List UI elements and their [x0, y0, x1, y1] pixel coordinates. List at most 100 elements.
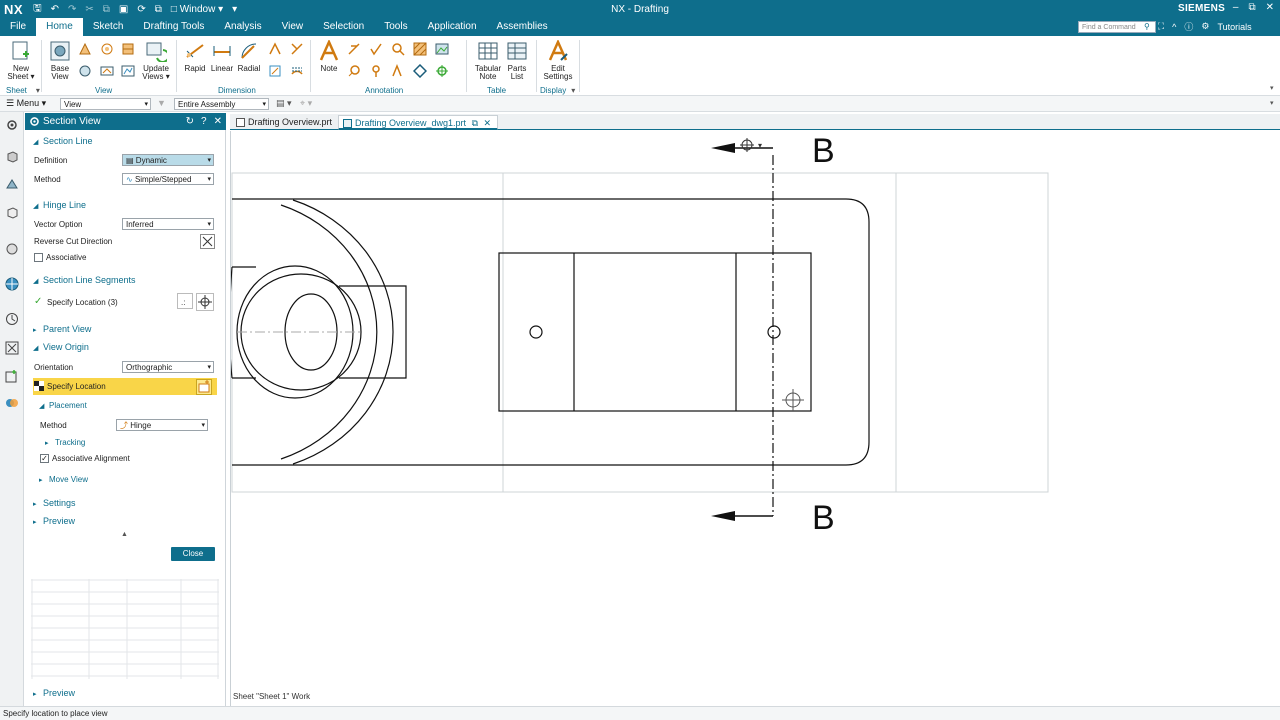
- settings-icon[interactable]: ⚙: [1201, 21, 1210, 31]
- tabular-note-button[interactable]: Tabular Note: [472, 40, 504, 81]
- parent-view-group[interactable]: ▸Parent View: [33, 324, 92, 334]
- surface-finish-icon[interactable]: [369, 42, 383, 56]
- copy-icon[interactable]: ⧉: [102, 3, 110, 15]
- inferred-point-icon[interactable]: [196, 293, 214, 311]
- tab-home[interactable]: Home: [36, 18, 83, 36]
- group-display-label[interactable]: Display▾: [540, 86, 576, 95]
- associative-checkbox[interactable]: [34, 253, 43, 262]
- tab-application[interactable]: Application: [427, 21, 477, 32]
- tab-tools[interactable]: Tools: [384, 21, 408, 32]
- doc-tab-drafting-overview-dwg1[interactable]: Drafting Overview_dwg1.prt ⧉ ✕: [338, 115, 499, 130]
- reset-icon[interactable]: ↻: [185, 116, 195, 127]
- specify-location-segments[interactable]: Specify Location (3): [47, 298, 118, 307]
- drawing-view-icon[interactable]: [100, 64, 114, 78]
- navigator-settings-icon[interactable]: [5, 118, 19, 132]
- section-view-icon[interactable]: [121, 42, 135, 56]
- detach-tab-icon[interactable]: ⧉: [471, 118, 478, 128]
- customize-qa-icon[interactable]: ▾: [232, 3, 238, 15]
- reverse-direction-icon[interactable]: [200, 234, 215, 249]
- drawing-canvas[interactable]: ▾ B B: [228, 131, 1280, 706]
- view-origin-group[interactable]: ◢View Origin: [33, 342, 89, 352]
- close-icon[interactable]: ✕: [213, 116, 222, 127]
- history-icon[interactable]: [5, 312, 19, 326]
- place-view-icon[interactable]: [196, 379, 212, 395]
- switch-window-icon[interactable]: ⧉: [154, 3, 162, 15]
- move-view-group[interactable]: ▸Move View: [39, 475, 88, 484]
- break-out-section-icon[interactable]: [121, 64, 135, 78]
- note-button[interactable]: Note: [316, 40, 342, 73]
- thickness-dimension-icon[interactable]: [268, 64, 282, 78]
- tab-file[interactable]: File: [10, 21, 27, 32]
- ribbon-options-icon[interactable]: ▾: [1270, 85, 1274, 92]
- doc-tab-drafting-overview[interactable]: Drafting Overview.prt: [232, 115, 338, 130]
- menu-button[interactable]: ☰ Menu ▾: [6, 98, 47, 108]
- close-tab-icon[interactable]: ✕: [483, 118, 492, 128]
- view-creation-wizard-icon[interactable]: [78, 64, 92, 78]
- save-icon[interactable]: 🖫: [33, 2, 42, 14]
- preview-bottom-group[interactable]: ▸Preview: [33, 688, 76, 698]
- drawing-sheet[interactable]: ▾ B B: [228, 131, 1280, 706]
- collapse-dialog-icon[interactable]: ▲: [121, 531, 128, 538]
- search-icon[interactable]: ⚲: [1144, 22, 1150, 31]
- tab-assemblies[interactable]: Assemblies: [496, 21, 548, 32]
- command-finder-input[interactable]: Find a Command: [1078, 21, 1156, 33]
- base-view-button[interactable]: Base View: [46, 40, 74, 81]
- section-line-group[interactable]: ◢Section Line: [33, 136, 93, 146]
- projected-view-icon[interactable]: [78, 42, 92, 56]
- tab-selection[interactable]: Selection: [323, 21, 365, 32]
- close-button[interactable]: Close: [171, 547, 215, 561]
- feature-control-frame-icon[interactable]: [347, 42, 361, 56]
- weld-symbol-icon[interactable]: [369, 64, 383, 78]
- hatch-icon[interactable]: [413, 42, 427, 56]
- repeat-command-icon[interactable]: ⟳: [137, 3, 146, 15]
- hinge-line-group[interactable]: ◢Hinge Line: [33, 200, 87, 210]
- placement-method-select[interactable]: ⤴ Hinge▾: [116, 419, 208, 431]
- parts-list-button[interactable]: Parts List: [504, 40, 530, 81]
- constraint-navigator-icon[interactable]: [5, 206, 19, 220]
- close-window-icon[interactable]: ✕: [1265, 2, 1274, 13]
- toolbar-options-icon[interactable]: ▾: [1270, 100, 1274, 107]
- arc-length-dimension-icon[interactable]: [290, 64, 304, 78]
- general-selection-icon[interactable]: ▤ ▾: [276, 98, 292, 108]
- settings-group[interactable]: ▸Settings: [33, 498, 76, 508]
- paste-icon[interactable]: ▣: [118, 3, 129, 15]
- minimize-icon[interactable]: –: [1232, 2, 1239, 13]
- web-browser-icon[interactable]: [5, 277, 19, 291]
- tab-analysis[interactable]: Analysis: [224, 21, 262, 32]
- roles-icon[interactable]: [5, 396, 19, 410]
- method-select[interactable]: ∿ Simple/Stepped▾: [122, 173, 214, 185]
- edit-settings-button[interactable]: Edit Settings: [541, 40, 575, 81]
- tracking-group[interactable]: ▸Tracking: [45, 438, 86, 447]
- help-icon[interactable]: ⓘ: [1184, 22, 1194, 32]
- detail-view-icon[interactable]: [100, 42, 114, 56]
- image-icon[interactable]: [435, 42, 449, 56]
- update-views-button[interactable]: Update Views ▾: [140, 40, 172, 81]
- cut-icon[interactable]: ✂: [85, 3, 94, 15]
- datum-feature-icon[interactable]: [391, 42, 405, 56]
- help-icon[interactable]: ?: [201, 116, 207, 127]
- linear-dimension-button[interactable]: Linear: [209, 40, 235, 73]
- reuse-library-icon[interactable]: [5, 242, 19, 256]
- redo-icon[interactable]: ↷: [67, 3, 77, 15]
- filter-icon[interactable]: ▼: [157, 98, 166, 108]
- associative-alignment-checkbox[interactable]: ✓: [40, 454, 49, 463]
- preview-group[interactable]: ▸Preview: [33, 516, 76, 526]
- definition-select[interactable]: ▤ Dynamic▾: [122, 154, 214, 166]
- section-line-segments-group[interactable]: ◢Section Line Segments: [33, 275, 136, 285]
- vector-option-select[interactable]: Inferred▾: [122, 218, 214, 230]
- orientation-select[interactable]: Orthographic▾: [122, 361, 214, 373]
- undo-icon[interactable]: ↶: [50, 3, 59, 15]
- placement-group[interactable]: ◢Placement: [39, 401, 87, 410]
- section-handle-icon[interactable]: ▾: [740, 138, 762, 152]
- assembly-navigator-icon[interactable]: [5, 150, 19, 164]
- fullscreen-icon[interactable]: ⛶: [1157, 21, 1165, 31]
- tutorials-link[interactable]: Tutorials: [1217, 21, 1252, 32]
- tab-sketch[interactable]: Sketch: [92, 21, 124, 32]
- target-point-icon[interactable]: [391, 64, 405, 78]
- manufacturing-wizards-icon[interactable]: [5, 369, 19, 383]
- restore-icon[interactable]: ⧉: [1248, 2, 1256, 13]
- specify-location-row[interactable]: [33, 378, 217, 395]
- tab-drafting-tools[interactable]: Drafting Tools: [143, 21, 205, 32]
- balloon-icon[interactable]: [347, 64, 361, 78]
- center-mark-icon[interactable]: [435, 64, 449, 78]
